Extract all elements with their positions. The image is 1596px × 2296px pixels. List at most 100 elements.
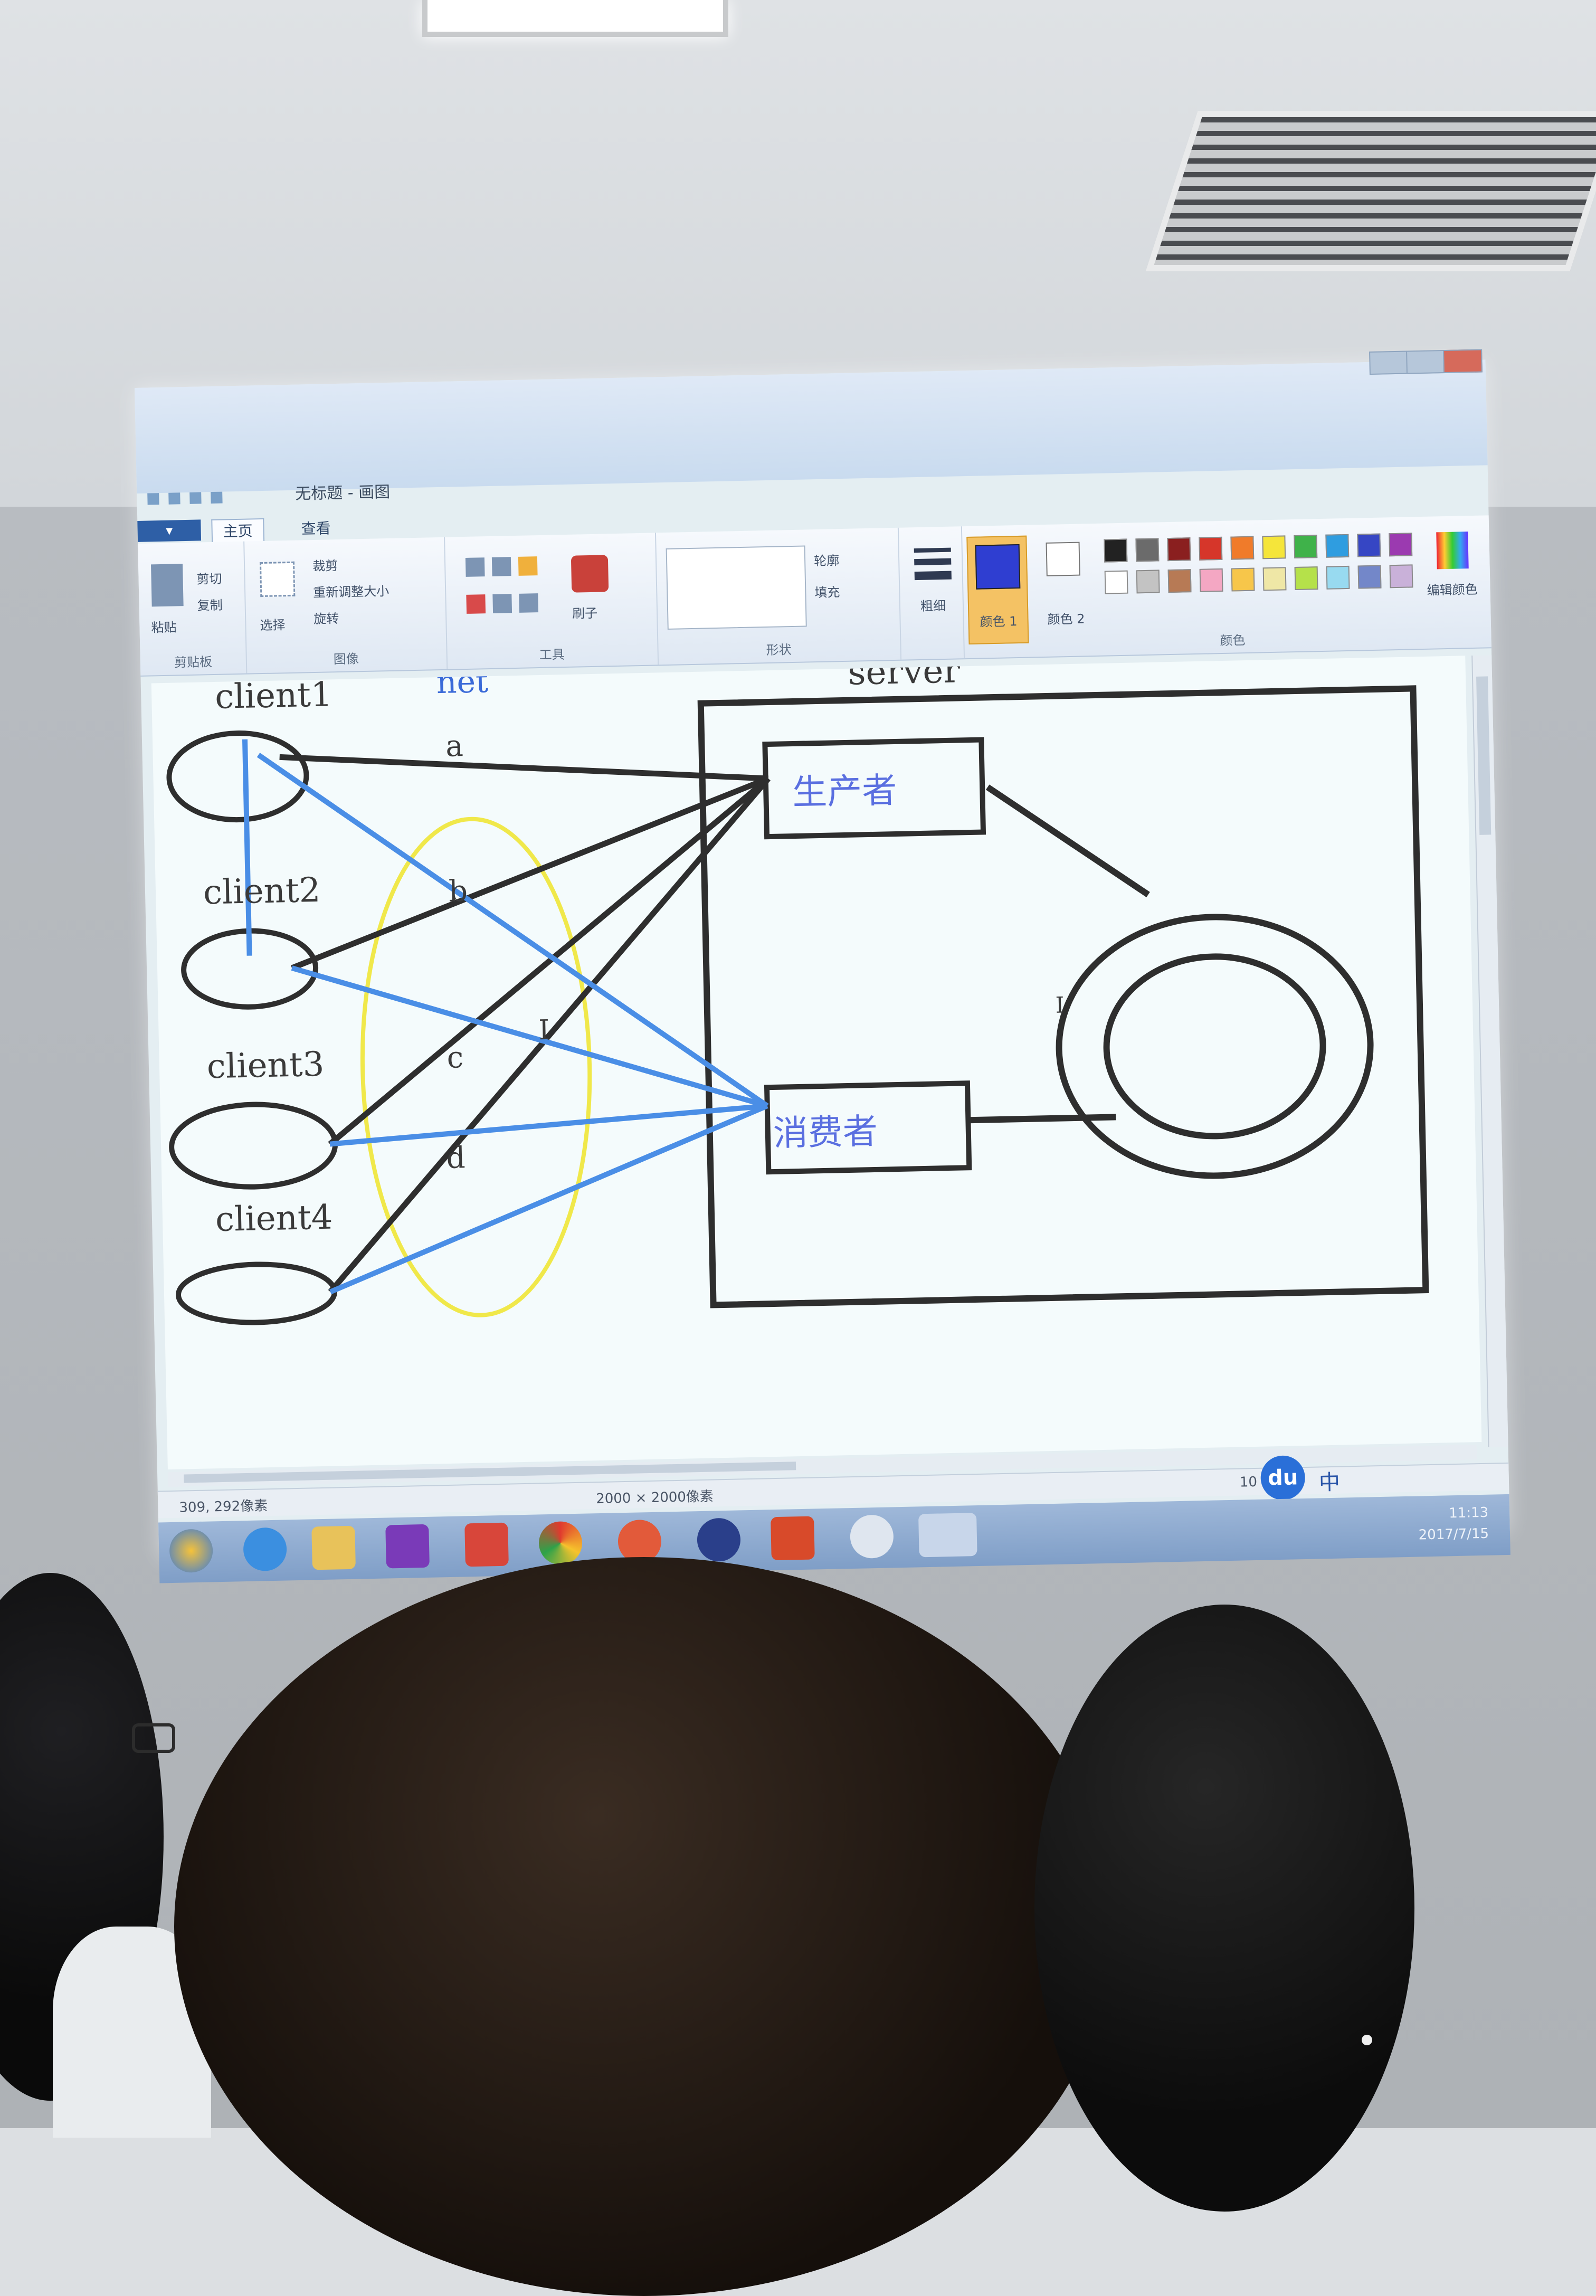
- text-cursor-2: I: [1055, 992, 1065, 1018]
- paint-app-icon[interactable]: [147, 493, 159, 505]
- resize-button[interactable]: 重新调整大小: [312, 583, 390, 600]
- visual-studio-icon[interactable]: [385, 1524, 430, 1569]
- line-size-icon[interactable]: [914, 571, 952, 581]
- file-explorer-icon[interactable]: [311, 1525, 356, 1570]
- palette-swatch[interactable]: [1136, 570, 1160, 594]
- rotate-button[interactable]: 旋转: [313, 611, 339, 627]
- audience-head-center: [174, 1557, 1114, 2296]
- palette-swatch[interactable]: [1357, 533, 1381, 557]
- color1-selector[interactable]: 颜色 1: [966, 535, 1029, 645]
- palette-swatch[interactable]: [1389, 533, 1413, 557]
- crop-button[interactable]: 裁剪: [312, 558, 338, 574]
- image-group: 选择 裁剪 重新调整大小 旋转 图像: [243, 537, 448, 673]
- palette-swatch[interactable]: [1389, 564, 1413, 589]
- fill-icon[interactable]: [491, 557, 511, 576]
- window-title: 无标题 - 画图: [294, 482, 391, 504]
- network-app-icon[interactable]: [697, 1517, 741, 1562]
- brushes-button[interactable]: 刷子: [572, 605, 598, 621]
- ie-browser-icon[interactable]: [243, 1527, 287, 1572]
- chat-app-icon[interactable]: [464, 1522, 509, 1567]
- palette-swatch[interactable]: [1104, 570, 1128, 594]
- palette-swatch[interactable]: [1167, 537, 1191, 562]
- paste-icon[interactable]: [151, 564, 184, 607]
- redo-icon[interactable]: [211, 491, 223, 504]
- line-size-icon[interactable]: [914, 547, 951, 553]
- air-vent: [1145, 111, 1596, 271]
- color1-swatch: [975, 544, 1021, 590]
- link-a-line: [279, 754, 769, 782]
- magnifier-icon[interactable]: [519, 593, 539, 613]
- select-button[interactable]: 选择: [260, 618, 286, 633]
- copy-button[interactable]: 复制: [197, 597, 223, 613]
- diagram: client1 client2 client3 client4 net serv…: [166, 656, 1429, 1325]
- palette-swatch[interactable]: [1199, 536, 1223, 561]
- consumer-box[interactable]: [764, 1080, 972, 1175]
- ime-chinese-mode[interactable]: 中: [1318, 1470, 1341, 1495]
- line-size-icon[interactable]: [914, 558, 952, 566]
- size-button[interactable]: 粗细: [920, 598, 946, 614]
- tab-home[interactable]: 主页: [211, 518, 265, 544]
- color-picker-icon[interactable]: [492, 594, 512, 613]
- client4-ellipse[interactable]: [176, 1261, 337, 1325]
- ceiling-light: [422, 0, 728, 37]
- audience-head-right: [1034, 1605, 1414, 2212]
- palette-swatch[interactable]: [1104, 538, 1128, 563]
- palette-swatch[interactable]: [1294, 566, 1318, 591]
- pencil-icon[interactable]: [465, 557, 485, 577]
- brushes-icon[interactable]: [571, 555, 609, 593]
- tools-group: 刷子 工具: [444, 533, 659, 669]
- palette-swatch[interactable]: [1199, 568, 1223, 592]
- client3-ellipse[interactable]: [169, 1102, 338, 1190]
- link-b-label: b: [448, 874, 468, 909]
- select-icon[interactable]: [259, 561, 296, 597]
- net-ellipse: [360, 817, 592, 1317]
- client4-label: client4: [215, 1198, 333, 1239]
- palette-swatch[interactable]: [1135, 538, 1160, 562]
- maximize-button[interactable]: [1406, 349, 1446, 374]
- palette-swatch[interactable]: [1325, 534, 1350, 558]
- cut-button[interactable]: 剪切: [196, 571, 222, 587]
- rainbow-icon: [1436, 532, 1469, 570]
- earring: [1362, 2035, 1372, 2045]
- save-icon[interactable]: [168, 492, 180, 505]
- client1-ellipse[interactable]: [166, 730, 309, 823]
- palette-swatch[interactable]: [1326, 565, 1350, 590]
- shapes-gallery[interactable]: [666, 545, 807, 630]
- color2-swatch: [1046, 542, 1080, 576]
- producer-box[interactable]: [762, 737, 986, 840]
- palette-swatch[interactable]: [1357, 565, 1382, 589]
- link-b-line: [291, 775, 770, 971]
- color2-selector[interactable]: 颜色 2: [1035, 534, 1095, 641]
- clock-app-icon[interactable]: [850, 1514, 894, 1559]
- consumer-label: 消费者: [773, 1111, 878, 1154]
- tab-view[interactable]: 查看: [301, 519, 331, 538]
- text-icon[interactable]: [518, 556, 538, 576]
- undo-icon[interactable]: [189, 492, 202, 504]
- client3-consumer-blue-line: [329, 1103, 768, 1147]
- drawing-canvas[interactable]: client1 client2 client3 client4 net serv…: [151, 656, 1482, 1470]
- color-palette: [1104, 533, 1422, 613]
- file-menu-button[interactable]: ▾: [137, 519, 202, 542]
- tools-group-label: 工具: [539, 647, 565, 663]
- palette-swatch[interactable]: [1230, 536, 1255, 560]
- edit-colors-button[interactable]: 编辑颜色: [1426, 526, 1480, 633]
- palette-swatch[interactable]: [1294, 535, 1318, 559]
- paint-taskbar-icon[interactable]: [918, 1513, 977, 1558]
- archive-app-icon[interactable]: [771, 1516, 815, 1561]
- paste-button[interactable]: 粘贴: [151, 620, 177, 635]
- zoom-level: 10: [1239, 1474, 1258, 1491]
- close-button[interactable]: [1443, 349, 1483, 374]
- eraser-icon[interactable]: [466, 594, 486, 614]
- palette-swatch[interactable]: [1262, 567, 1287, 591]
- taskbar-clock[interactable]: 11:13 2017/7/15: [1418, 1502, 1489, 1546]
- minimize-button[interactable]: [1369, 350, 1409, 375]
- start-button-icon[interactable]: [169, 1529, 214, 1573]
- palette-swatch[interactable]: [1231, 567, 1255, 592]
- client3-label: client3: [206, 1045, 325, 1087]
- vertical-scroll-thumb[interactable]: [1476, 676, 1492, 835]
- palette-swatch[interactable]: [1262, 535, 1286, 559]
- outline-button[interactable]: 轮廓: [813, 553, 840, 569]
- palette-swatch[interactable]: [1167, 569, 1192, 593]
- fill-button[interactable]: 填充: [814, 585, 840, 601]
- chrome-icon[interactable]: [538, 1521, 583, 1566]
